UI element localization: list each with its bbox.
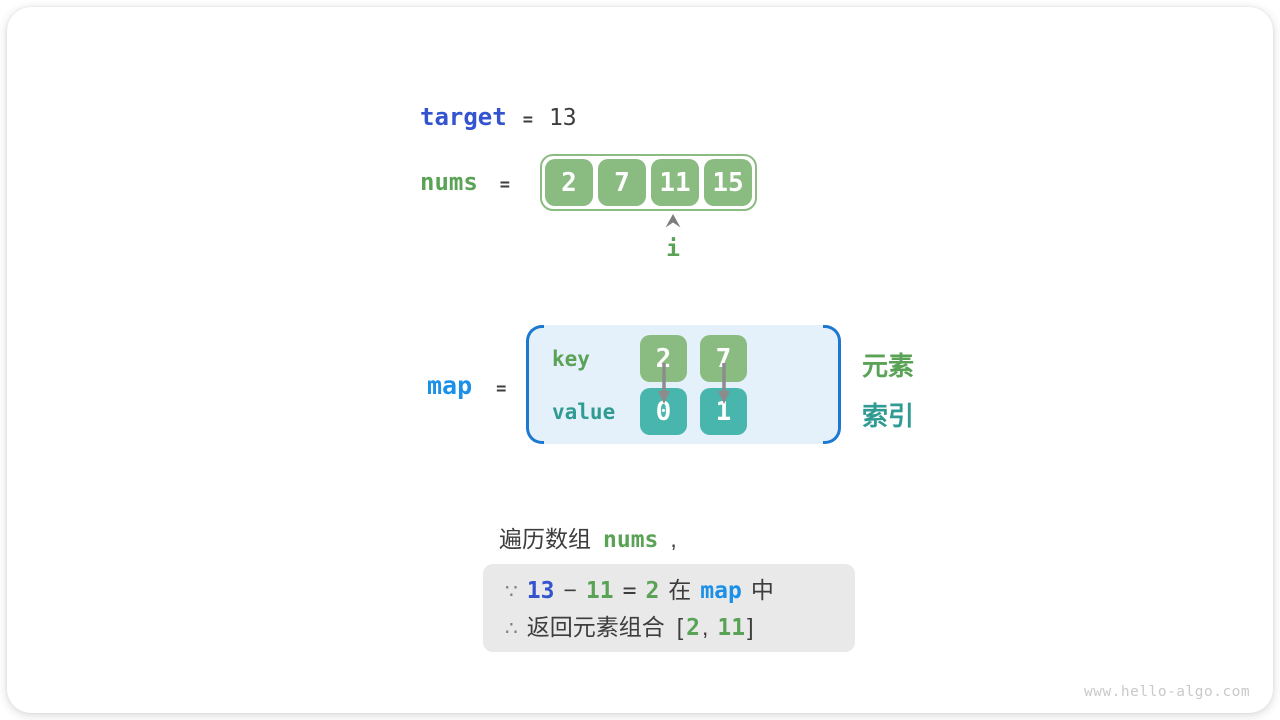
because-symbol: ∵ [505, 581, 518, 603]
map-right-bracket-icon [823, 325, 841, 444]
current-number: 11 [585, 578, 614, 604]
difference-number: 2 [645, 578, 660, 604]
nums-array: 2 7 11 15 [540, 154, 757, 211]
index-pointer-icon [665, 214, 681, 233]
caption-prefix: 遍历数组 [499, 526, 591, 552]
therefore-symbol: ∴ [505, 618, 518, 640]
end-text: 中 [750, 577, 774, 603]
array-cell: 7 [598, 159, 646, 206]
nums-label-row: nums = [420, 168, 510, 196]
result-first: 2 [686, 615, 700, 641]
target-variable: target [420, 103, 507, 131]
map-label-row: map = [427, 371, 506, 400]
open-bracket: [ [676, 614, 684, 640]
caption-row: 遍历数组 nums , [499, 520, 677, 554]
conclusion-line-therefore: ∴ 返回元素组合 [ 2 , 11 ] [505, 610, 855, 647]
conclusion-line-because: ∵ 13 − 11 = 2 在 map 中 [505, 573, 855, 610]
key-to-value-arrow-icon [657, 363, 671, 410]
return-text: 返回元素组合 [526, 614, 665, 640]
target-equals: = [522, 110, 533, 130]
map-key-label: key [552, 347, 590, 371]
close-bracket: ] [747, 614, 754, 640]
in-text: 在 [668, 577, 692, 603]
caption-comma: , [670, 526, 677, 552]
nums-equals: = [499, 175, 511, 195]
map-value-label: value [552, 400, 616, 424]
map-code: map [700, 578, 742, 604]
element-side-label: 元素 [862, 351, 915, 381]
array-cell: 11 [651, 159, 699, 206]
key-to-value-arrow-icon [717, 363, 731, 410]
target-row: target = 13 [420, 103, 577, 131]
map-variable: map [427, 371, 473, 400]
index-pointer-label: i [666, 236, 680, 262]
target-value: 13 [548, 105, 577, 131]
nums-variable: nums [420, 168, 478, 196]
array-cell: 2 [545, 159, 593, 206]
conclusion-box: ∵ 13 − 11 = 2 在 map 中 ∴ 返回元素组合 [ 2 , 11 … [483, 564, 855, 652]
minus-sign: − [563, 577, 577, 603]
watermark: www.hello-algo.com [1084, 684, 1251, 700]
map-equals: = [496, 379, 507, 399]
result-comma: , [701, 614, 709, 640]
caption-nums-code: nums [603, 527, 659, 553]
target-number: 13 [526, 578, 555, 604]
equals-sign: = [622, 578, 637, 604]
array-cell: 15 [704, 159, 752, 206]
index-side-label: 索引 [862, 401, 915, 431]
diagram-card: target = 13 nums = 2 7 11 15 i map = [7, 7, 1273, 713]
map-left-bracket-icon [526, 325, 544, 444]
result-second: 11 [717, 615, 746, 641]
